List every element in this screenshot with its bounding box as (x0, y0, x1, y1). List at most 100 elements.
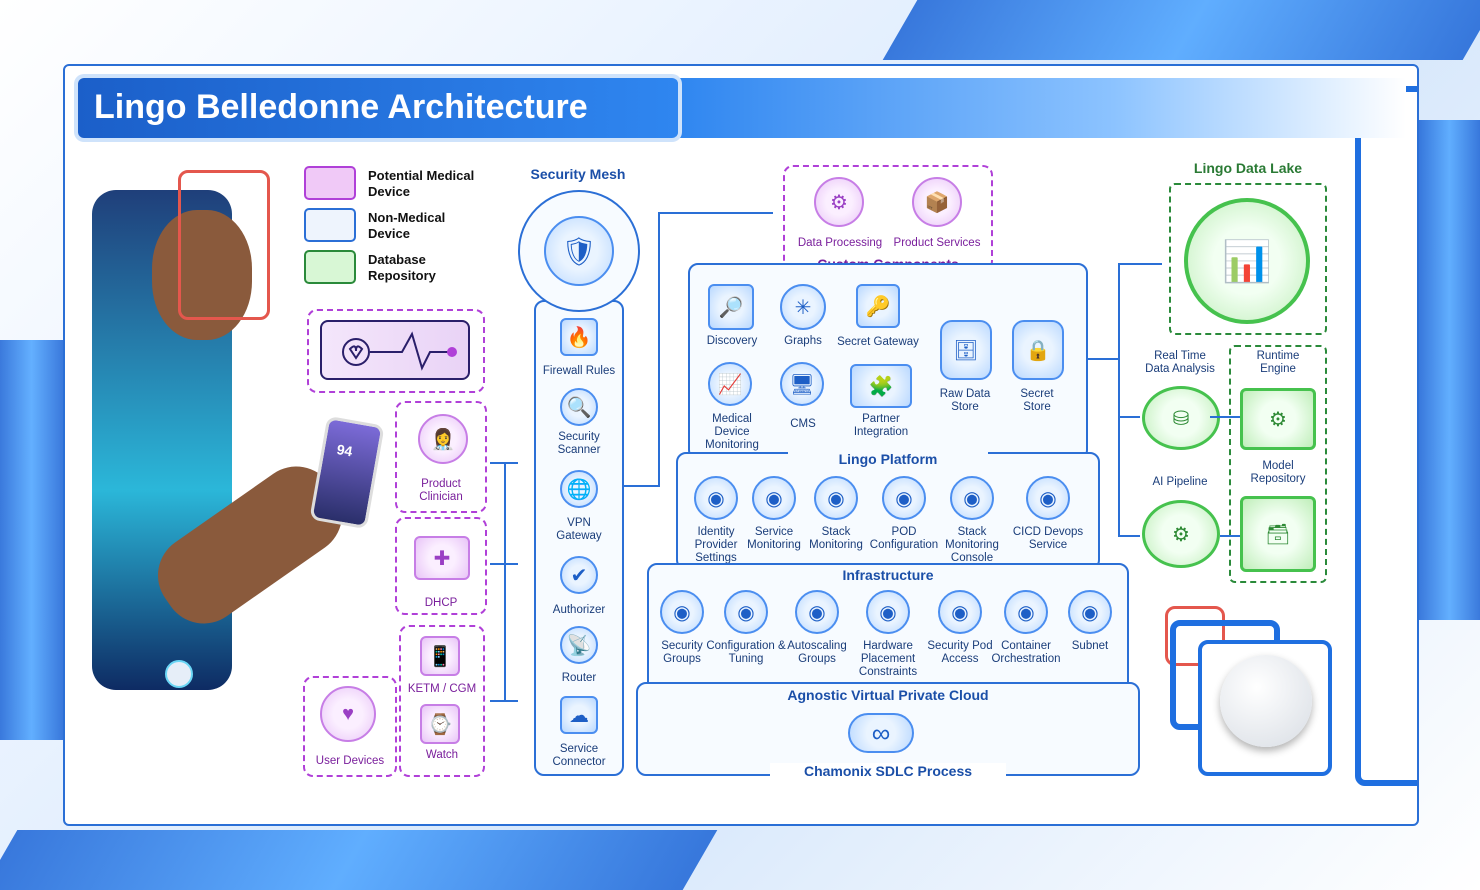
page-title-banner: Lingo Belledonne Architecture (78, 78, 678, 138)
model-repository-icon: 🗃 (1240, 496, 1316, 572)
legend-swatch-database (304, 250, 356, 284)
graphs-icon: ✳ (780, 284, 826, 330)
lingo-platform-icon-2: ◉ (814, 476, 858, 520)
label-product-clinician: Product Clinician (419, 478, 463, 503)
arrow-to-datalake (1118, 263, 1162, 265)
arrow-platform-out (1088, 358, 1120, 360)
security-mesh-title: Security Mesh (530, 166, 626, 182)
data-lake-box (1169, 183, 1327, 335)
arrow-to-realtime (1118, 416, 1140, 418)
lingo-platform-label-4: Stack Monitoring Console (945, 526, 999, 564)
firewall-icon: 🔥 (560, 318, 598, 356)
lingo-platform-label-0: Identity Provider Settings (694, 526, 738, 564)
lingo-platform-icon-0: ◉ (694, 476, 738, 520)
user-devices-icon: ♥ (320, 686, 376, 742)
lingo-platform-icon-5: ◉ (1026, 476, 1070, 520)
cgm-sensor-on-arm (165, 660, 193, 688)
arrow-ai-to-model (1220, 535, 1240, 537)
partner-integration-icon: 🧩 (850, 364, 912, 408)
label-discovery: Discovery (706, 335, 758, 347)
label-firewall-rules: Firewall Rules (542, 365, 616, 377)
legend-swatch-nonmedical (304, 208, 356, 242)
heart-monitor-display (320, 320, 470, 380)
label-model: Model Repository (1250, 460, 1306, 485)
label-authorizer: Authorizer (552, 604, 606, 616)
lingo-platform-label-3: POD Configuration (869, 526, 939, 551)
cms-icon: 🖥 (780, 362, 824, 406)
lingo-platform-label-2: Stack Monitoring (809, 526, 863, 551)
discovery-icon: 🔎 (708, 284, 754, 330)
label-graphs: Graphs (784, 335, 822, 347)
infrastructure-label-5: Container Orchestration (991, 640, 1061, 665)
infrastructure-icon-1: ◉ (724, 590, 768, 634)
infrastructure-label-3: Hardware Placement Constraints (858, 640, 918, 678)
label-cms: CMS (790, 418, 816, 430)
label-partner-integration: Partner Integration (853, 413, 909, 438)
background-band-right (1419, 120, 1480, 620)
page-title: Lingo Belledonne Architecture (94, 88, 588, 126)
title-bar-extension (676, 78, 1406, 138)
user-devices-box (303, 676, 397, 777)
arrow-mesh-vertical (658, 212, 660, 487)
clinician-box (395, 401, 487, 513)
phone-reading: 94 (335, 441, 354, 460)
authorizer-icon: ✔ (560, 556, 598, 594)
lingo-platform-icon-4: ◉ (950, 476, 994, 520)
infrastructure-title: Infrastructure (808, 567, 968, 583)
devices-box (399, 625, 485, 777)
vpn-gateway-icon: 🌐 (560, 470, 598, 508)
label-security-scanner: Security Scanner (557, 431, 601, 456)
label-user-devices: User Devices (315, 755, 385, 767)
sdlc-label: Chamonix SDLC Process (770, 763, 1006, 779)
sensor-device (1220, 655, 1312, 747)
label-medical-device-monitoring: Medical Device Monitoring (705, 413, 759, 451)
runtime-model-box (1229, 345, 1327, 583)
legend-label-medical: Potential Medical Device (368, 168, 475, 199)
data-lake-title: Lingo Data Lake (1193, 160, 1303, 176)
decor-red-frame-left (178, 170, 270, 320)
data-lake-icon: 📊 (1184, 198, 1310, 324)
cgm-icon: 📱 (420, 636, 460, 676)
label-secret-gateway: Secret Gateway (837, 336, 919, 348)
watch-icon: ⌚ (420, 704, 460, 744)
infrastructure-icon-2: ◉ (795, 590, 839, 634)
label-service-connector: Service Connector (552, 743, 606, 768)
lingo-platform-label-5: CICD Devops Service (1012, 526, 1084, 551)
medical-device-monitoring-icon: 📈 (708, 362, 752, 406)
lingo-platform-title: Lingo Platform (788, 451, 988, 467)
infrastructure-icon-3: ◉ (866, 590, 910, 634)
service-connector-icon: ☁ (560, 696, 598, 734)
secret-store-icon: 🔒 (1012, 320, 1064, 380)
arrow-mesh-out (624, 485, 658, 487)
background-band-top (882, 0, 1480, 60)
label-dhcp: DHCP (424, 597, 458, 609)
arrow-devices-mesh (490, 700, 518, 702)
label-router: Router (561, 672, 597, 684)
secret-gateway-icon: 🔑 (856, 284, 900, 328)
vpc-title: Agnostic Virtual Private Cloud (760, 687, 1016, 703)
real-time-icon: ⛁ (1142, 386, 1220, 450)
infrastructure-label-1: Configuration & Tuning (706, 640, 786, 665)
legend-swatch-medical (304, 166, 356, 200)
label-ketm: KETM / CGM (407, 683, 477, 695)
product-services-icon: 📦 (912, 177, 962, 227)
label-data-processing: Data Processing (797, 237, 883, 249)
security-scanner-icon: 🔍 (560, 388, 598, 426)
label-raw-data-store: Raw Data Store (939, 388, 991, 413)
legend-label-nonmedical: Non-Medical Device (368, 210, 446, 241)
infrastructure-label-6: Subnet (1071, 640, 1109, 652)
clinician-icon: 👩‍⚕ (418, 414, 468, 464)
label-ai-pipeline: AI Pipeline (1152, 476, 1208, 488)
infrastructure-icon-6: ◉ (1068, 590, 1112, 634)
heart-monitor-box (307, 309, 485, 393)
arrow-to-custom (658, 212, 773, 214)
sdlc-infinity-icon: ∞ (848, 713, 914, 753)
infrastructure-icon-5: ◉ (1004, 590, 1048, 634)
label-vpn-gateway: VPN Gateway (556, 517, 602, 542)
infrastructure-label-0: Security Groups (661, 640, 703, 665)
dhcp-icon: ✚ (414, 536, 470, 580)
background-band-left (0, 340, 63, 740)
label-runtime: Runtime Engine (1256, 350, 1300, 375)
decor-frame-red (1165, 606, 1225, 666)
lingo-platform-icon-3: ◉ (882, 476, 926, 520)
